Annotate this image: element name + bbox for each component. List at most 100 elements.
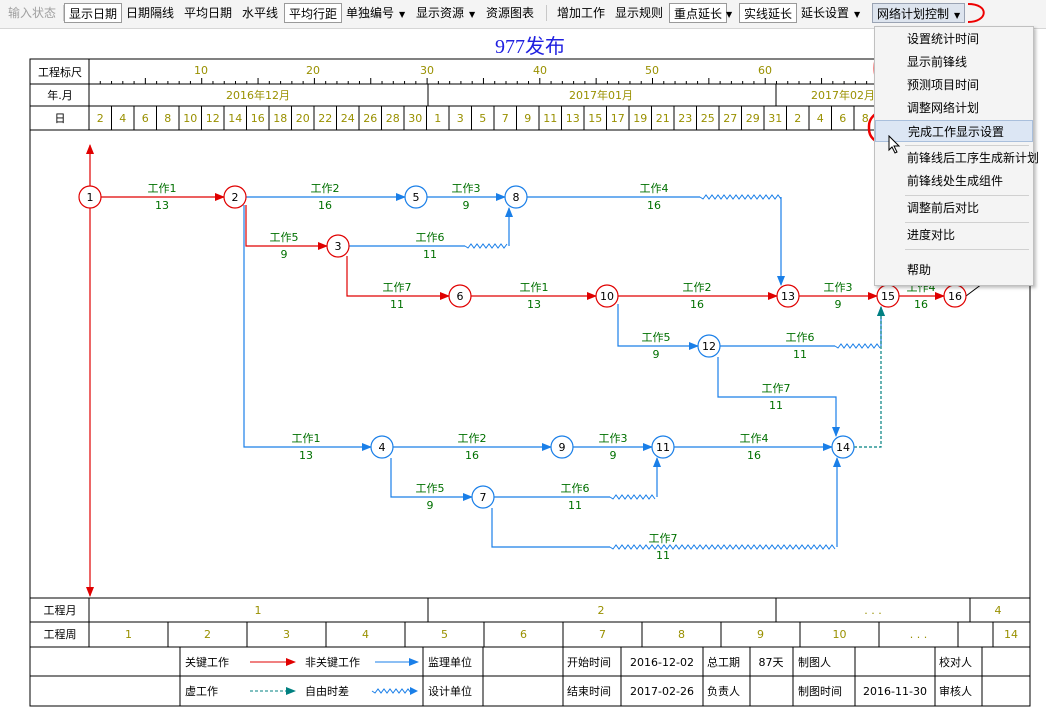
work-duration-label: 9	[281, 248, 288, 261]
key-extend-button[interactable]: 重点延长	[669, 3, 728, 23]
day-label: 17	[611, 112, 625, 125]
work-duration-label: 13	[527, 298, 541, 311]
day-label: 3	[457, 112, 464, 125]
menu-item-help[interactable]: 帮助	[907, 263, 932, 277]
month-label: 2016年12月	[226, 88, 290, 102]
work-duration-label: 11	[568, 499, 582, 512]
event-node	[504, 185, 528, 209]
day-label: 7	[502, 112, 509, 125]
menu-item-adjust-network-plan[interactable]: 调整网络计划	[907, 101, 980, 115]
day-label: 31	[768, 112, 782, 125]
key-extend-dropdown[interactable]: ▼	[724, 3, 734, 23]
menu-item-completed-work-display-settings[interactable]: 完成工作显示设置	[875, 120, 1033, 142]
input-state-button[interactable]: 输入状态	[8, 6, 57, 20]
free-float-wave	[609, 544, 836, 550]
event-node	[595, 284, 619, 308]
work-name-label: 工作1	[292, 432, 321, 445]
event-node-number: 2	[232, 191, 239, 204]
network-plan-control-menu: 设置统计时间 显示前锋线 预测项目时间 调整网络计划 完成工作显示设置 前锋线后…	[874, 26, 1040, 286]
project-month: . . .	[864, 604, 881, 617]
show-date-button[interactable]: 显示日期	[64, 3, 123, 23]
day-label: 2	[794, 112, 801, 125]
show-resources-button[interactable]: 显示资源▼	[412, 3, 479, 23]
day-label: 8	[164, 112, 171, 125]
month-row-label: 年.月	[47, 88, 73, 102]
project-month: 4	[995, 604, 1002, 617]
event-node-number: 3	[335, 240, 342, 253]
project-week: 5	[441, 628, 448, 641]
day-label: 13	[566, 112, 580, 125]
event-node	[471, 485, 495, 509]
menu-item-generate-component[interactable]: 前锋线处生成组件	[907, 174, 1004, 188]
work-duration-label: 16	[914, 298, 928, 311]
event-node	[78, 185, 102, 209]
project-week: 6	[520, 628, 527, 641]
work-arrow	[243, 205, 372, 451]
work-name-label: 工作1	[148, 182, 177, 195]
work-arrow	[245, 205, 328, 250]
work-name-label: 工作4	[740, 432, 769, 445]
day-row-label: 日	[55, 112, 66, 125]
add-work-button[interactable]: 增加工作	[557, 6, 606, 20]
work-duration-label: 9	[610, 449, 617, 462]
day-label: 22	[318, 112, 332, 125]
extend-settings-button[interactable]: 延长设置▼	[797, 3, 864, 23]
dropdown-arrow-icon: ▼	[469, 10, 476, 19]
drafter-label: 制图人	[798, 656, 831, 669]
event-node	[651, 435, 675, 459]
average-row-spacing-button[interactable]: 平均行距	[284, 3, 343, 23]
start-time-value: 2016-12-02	[630, 656, 694, 669]
event-node-number: 4	[379, 441, 386, 454]
horizontal-line-button[interactable]: 水平线	[242, 6, 279, 20]
event-node-number: 12	[702, 340, 716, 353]
menu-item-set-statistics-time[interactable]: 设置统计时间	[907, 32, 980, 46]
dropdown-arrow-icon: ▼	[854, 10, 861, 19]
day-label: 6	[142, 112, 149, 125]
resource-chart-button[interactable]: 资源图表	[486, 6, 535, 20]
menu-item-show-frontline[interactable]: 显示前锋线	[907, 55, 968, 69]
menu-item-predict-project-time[interactable]: 预测项目时间	[907, 78, 980, 92]
event-node-number: 10	[600, 290, 614, 303]
day-label: 15	[588, 112, 602, 125]
date-gridline-button[interactable]: 日期隔线	[126, 6, 175, 20]
event-node	[370, 435, 394, 459]
project-month: 1	[255, 604, 262, 617]
work-name-label: 工作3	[599, 432, 628, 445]
menu-item-generate-new-plan[interactable]: 前锋线后工序生成新计划	[907, 151, 1040, 165]
work-name-label: 工作5	[270, 231, 299, 244]
project-week: 2	[204, 628, 211, 641]
separate-numbering-button[interactable]: 单独编号▼	[342, 3, 409, 23]
network-plan-control-button[interactable]: 网络计划控制▼	[872, 3, 966, 23]
show-rules-button[interactable]: 显示规则	[615, 6, 664, 20]
work-duration-label: 11	[390, 298, 404, 311]
day-label: 29	[746, 112, 760, 125]
event-node	[448, 284, 472, 308]
work-name-label: 工作7	[762, 382, 791, 395]
work-name-label: 工作7	[383, 281, 412, 294]
average-date-button[interactable]: 平均日期	[184, 6, 233, 20]
day-label: 12	[206, 112, 220, 125]
menu-separator	[905, 249, 1029, 250]
day-label: 18	[273, 112, 287, 125]
day-label: 28	[386, 112, 400, 125]
legend-float-label: 自由时差	[305, 684, 349, 698]
solid-extend-button[interactable]: 实线延长	[739, 3, 798, 23]
responsible-label: 负责人	[707, 684, 740, 698]
end-time-label: 结束时间	[567, 685, 611, 698]
work-duration-label: 16	[318, 199, 332, 212]
event-node	[223, 185, 247, 209]
toolbar-separator	[63, 5, 64, 21]
day-label: 4	[817, 112, 824, 125]
project-week: 3	[283, 628, 290, 641]
event-node-number: 7	[480, 491, 487, 504]
menu-item-progress-comparison[interactable]: 进度对比	[907, 228, 956, 242]
work-arrow	[854, 306, 885, 448]
day-label: 19	[633, 112, 647, 125]
menu-item-compare-before-after[interactable]: 调整前后对比	[907, 201, 980, 215]
project-week: 7	[599, 628, 606, 641]
legend-dummy-label: 虚工作	[185, 685, 218, 698]
event-node-number: 11	[656, 441, 670, 454]
free-float-wave	[834, 343, 881, 349]
project-week: 8	[678, 628, 685, 641]
